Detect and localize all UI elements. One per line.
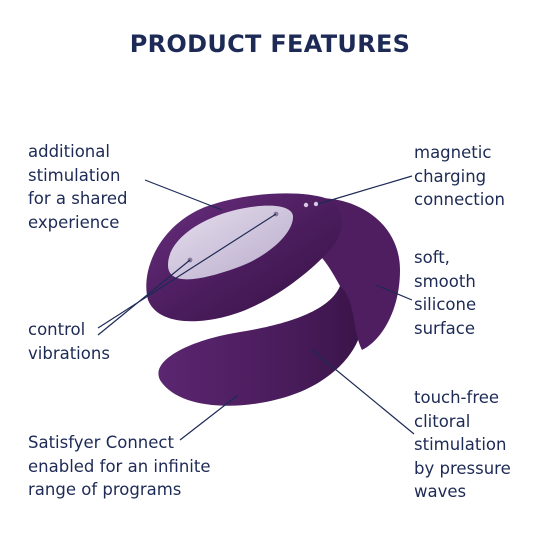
feature-soft-silicone: soft, smooth silicone surface bbox=[414, 248, 477, 338]
leader-line-touchfree bbox=[311, 349, 415, 435]
feature-satisfyer-connect: Satisfyer Connect enabled for an infinit… bbox=[28, 433, 211, 499]
leader-line-control-top bbox=[97, 213, 277, 329]
leader-line-connect bbox=[179, 394, 239, 441]
feature-additional-stimulation: additional stimulation for a shared expe… bbox=[28, 142, 128, 232]
leader-line-additional bbox=[144, 179, 223, 211]
leader-line-magnetic bbox=[317, 175, 413, 205]
charging-point-icon bbox=[303, 202, 309, 208]
device-lower-arm bbox=[158, 278, 365, 406]
feature-control-vibrations: control vibrations bbox=[28, 320, 110, 363]
leader-line-soft bbox=[375, 284, 413, 301]
charging-point-icon bbox=[313, 201, 319, 207]
feature-magnetic-charging: magnetic charging connection bbox=[414, 143, 505, 209]
page-title: PRODUCT FEATURES bbox=[129, 30, 411, 58]
feature-touch-free: touch-free clitoral stimulation by press… bbox=[414, 388, 511, 501]
leader-line-control-bottom bbox=[97, 259, 191, 336]
